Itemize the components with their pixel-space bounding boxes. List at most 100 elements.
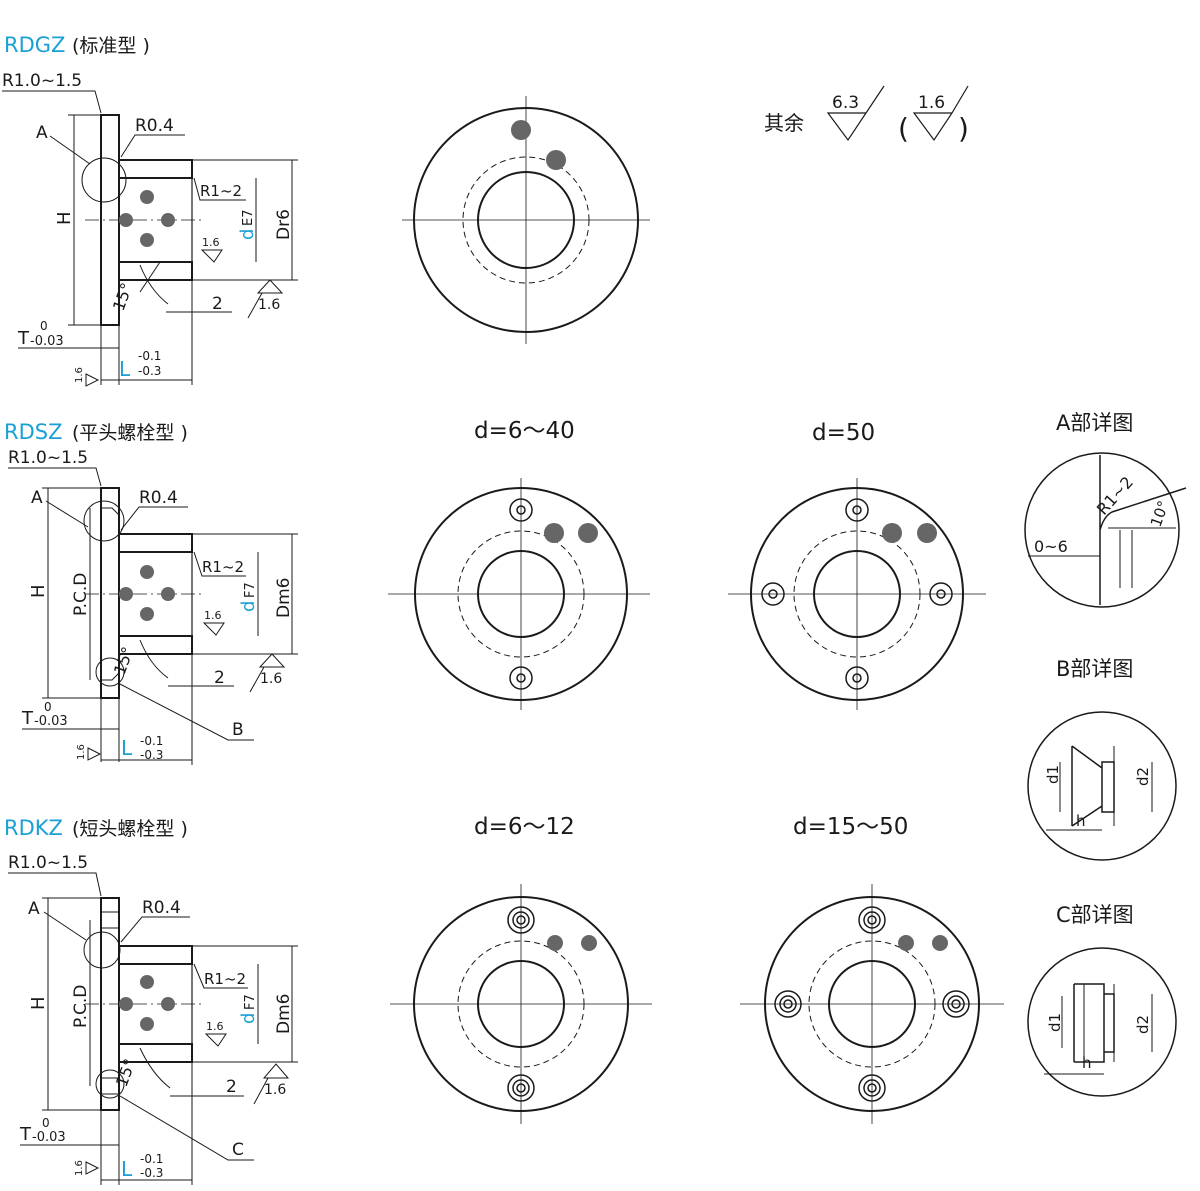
rdkz-t: T	[19, 1124, 32, 1145]
rdsz-h-label: H	[28, 584, 49, 598]
detail-b-d2: d2	[1134, 767, 1152, 786]
rdkz-section: RDKZ (短头螺栓型 ) R1.0~1.5 R0.4 A H P.	[4, 814, 1004, 1185]
rdsz-rough-inner: 1.6	[204, 609, 222, 622]
rdsz-oil-pocket-top	[140, 565, 154, 579]
rdgz-t-upper: 0	[40, 319, 48, 333]
rdkz-outer-d: Dm6	[274, 994, 294, 1034]
rdgz-r04: R0.4	[135, 116, 174, 136]
rdgz-rough-inner: 1.6	[202, 236, 220, 249]
rdsz-large-oil-pocket-2	[917, 523, 937, 543]
detail-a-range: 0~6	[1034, 537, 1068, 556]
rdgz-t: T	[17, 328, 30, 349]
rdkz-l-lower: -0.3	[140, 1166, 163, 1180]
rdkz-h-label: H	[28, 996, 49, 1010]
rdgz-side-view: R1.0~1.5 R0.4 A H R1~2 d E7 Dr6	[2, 71, 298, 387]
finish-paren-open: (	[898, 112, 909, 145]
rdsz-t-lower: -0.03	[34, 714, 68, 729]
rdgz-code: RDGZ	[4, 33, 65, 57]
rdsz-end-view-large	[728, 478, 986, 710]
rdgz-corner-radius: R1.0~1.5	[2, 71, 82, 91]
rdsz-label-a: A	[31, 488, 43, 508]
rdkz-large-label: d=15～50	[793, 814, 908, 840]
rdsz-l: L	[121, 736, 133, 760]
rdgz-label-a: A	[36, 123, 48, 143]
rdkz-oil-pocket-left	[119, 997, 133, 1011]
rdsz-t-upper: 0	[44, 700, 52, 714]
rdsz-oil-pocket-right	[161, 587, 175, 601]
rdkz-rough-outer: 1.6	[264, 1082, 286, 1098]
rdkz-l-upper: -0.1	[140, 1152, 163, 1166]
rdsz-bore-d: d	[238, 601, 259, 612]
rdgz-outer-d: Dr6	[274, 209, 294, 240]
rdsz-chamfer: 2	[214, 668, 225, 688]
rdkz-end-view-large	[740, 884, 1004, 1124]
rdgz-fillet: R1~2	[200, 182, 242, 200]
rdsz-type-name: (平头螺栓型 )	[72, 422, 188, 444]
detail-b: B部详图 d1 d2 h	[1027, 657, 1177, 861]
detail-b-d1: d1	[1044, 765, 1062, 784]
rdsz-t: T	[21, 708, 34, 729]
rdsz-section: RDSZ (平头螺栓型 ) R1.0~1.5 R0.4 A H	[4, 418, 986, 765]
rdkz-label-a: A	[28, 899, 40, 919]
detail-a-angle: 10°	[1147, 498, 1173, 529]
rdgz-bore-d: d	[237, 229, 258, 240]
rdsz-outer-d: Dm6	[274, 578, 294, 618]
detail-a: A部详图 R1~2 10° 0~6	[1024, 411, 1187, 608]
detail-b-title: B部详图	[1056, 657, 1133, 681]
rdsz-large-oil-pocket-1	[882, 523, 902, 543]
rdgz-oil-pocket-left	[119, 213, 133, 227]
rdgz-oil-pocket-right	[161, 213, 175, 227]
rdsz-code: RDSZ	[4, 420, 62, 444]
rdkz-oil-pocket-right	[161, 997, 175, 1011]
rdsz-corner-radius: R1.0~1.5	[8, 448, 88, 468]
finish-value: 6.3	[832, 93, 859, 113]
rdkz-corner-radius: R1.0~1.5	[8, 853, 88, 873]
rdkz-small-oil-pocket-1	[547, 935, 563, 951]
rdgz-end-view	[402, 96, 650, 344]
rdkz-small-label: d=6～12	[474, 814, 575, 840]
rdsz-l-lower: -0.3	[140, 748, 163, 762]
rdkz-large-oil-pocket-1	[898, 935, 914, 951]
rdgz-bore-tol: E7	[241, 210, 256, 227]
rdgz-rough-outer: 1.6	[258, 297, 280, 313]
surface-finish-note: 其余 6.3 ( 1.6 )	[764, 85, 969, 145]
rdgz-oil-pocket-top	[140, 190, 154, 204]
rdsz-label-b: B	[232, 720, 244, 740]
finish-paren-close: )	[958, 112, 969, 145]
rdgz-l-lower: -0.3	[138, 364, 161, 378]
rdkz-l: L	[121, 1157, 133, 1181]
rdkz-bore-tol: F7	[243, 994, 258, 1010]
finish-prefix: 其余	[764, 111, 804, 135]
rdsz-rough-outer: 1.6	[260, 671, 282, 687]
rdsz-pcd-label: P.C.D	[71, 573, 91, 616]
rdkz-t-lower: -0.03	[32, 1130, 66, 1145]
rdsz-rough-face: 1.6	[76, 744, 87, 760]
rdgz-l: L	[119, 357, 131, 381]
rdgz-end-oil-pocket-2	[546, 150, 566, 170]
detail-c-d1: d1	[1046, 1013, 1064, 1032]
rdsz-large-label: d=50	[812, 420, 875, 446]
rdsz-bore-tol: F7	[243, 582, 258, 598]
rdkz-small-oil-pocket-2	[581, 935, 597, 951]
rdgz-rough-face: 1.6	[74, 367, 85, 383]
rdgz-chamfer: 2	[212, 294, 223, 314]
rdgz-type-name: (标准型 )	[72, 35, 150, 57]
rdkz-type-name: (短头螺栓型 )	[72, 818, 188, 840]
rdkz-code: RDKZ	[4, 816, 63, 840]
rdsz-side-view: R1.0~1.5 R0.4 A H P.C.D R1~2 d F7	[8, 448, 298, 765]
rdkz-r04: R0.4	[142, 898, 181, 918]
rdgz-section: RDGZ (标准型 ) R1.0~1.5 R0.4 A	[2, 33, 969, 387]
rdsz-end-view-small	[388, 478, 650, 710]
rdkz-side-view: R1.0~1.5 R0.4 A H P.C.D R1~2 d F7 Dm6 1.…	[8, 853, 298, 1185]
rdkz-rough-face: 1.6	[74, 1160, 85, 1176]
rdsz-r04: R0.4	[139, 488, 178, 508]
rdgz-t-lower: -0.03	[30, 334, 64, 349]
finish-paren-value: 1.6	[918, 93, 945, 113]
rdkz-t-upper: 0	[42, 1116, 50, 1130]
rdkz-end-view-small	[390, 884, 652, 1124]
rdkz-oil-pocket-bottom	[140, 1017, 154, 1031]
rdgz-angle: 15°	[109, 280, 137, 313]
rdgz-oil-pocket-bottom	[140, 233, 154, 247]
detail-c-d2: d2	[1134, 1015, 1152, 1034]
